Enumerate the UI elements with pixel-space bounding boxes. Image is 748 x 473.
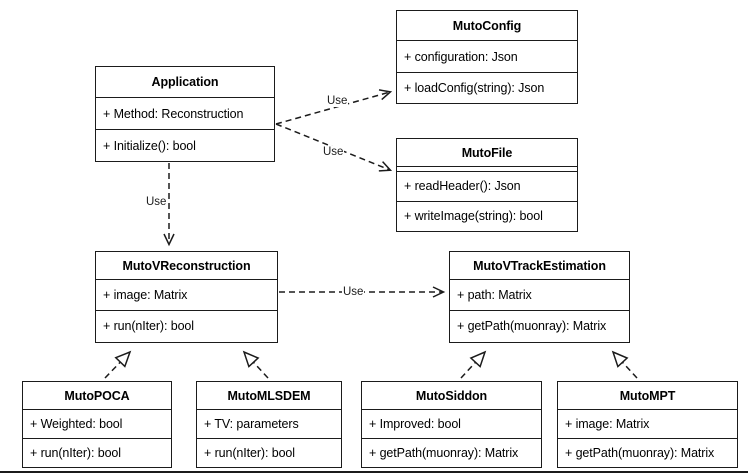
class-box-mutomlsdem[interactable]: MutoMLSDEM + TV: parameters + run(nIter)… [196,381,342,468]
class-title-mutovtrackestimation: MutoVTrackEstimation [450,252,629,281]
class-title-mutosiddon: MutoSiddon [362,382,541,411]
class-attribute-row: + Method: Reconstruction [96,97,274,131]
class-attribute-row: + configuration: Json [397,41,577,73]
class-operation-row: + run(nIter): bool [23,438,171,467]
class-operation-row: + Initialize(): bool [96,130,274,161]
class-operation-row: + getPath(muonray): Matrix [362,438,541,467]
class-operation-row: + writeImage(string): bool [397,201,577,231]
class-box-mutoconfig[interactable]: MutoConfig + configuration: Json + loadC… [396,10,578,104]
class-title-mutofile: MutoFile [397,139,577,168]
edge-label-app-uses-config: Use [326,95,349,107]
edge-label-app-uses-reconstruction: Use [145,196,168,208]
class-title-mutoconfig: MutoConfig [397,11,577,42]
class-operation-row: + readHeader(): Json [397,172,577,202]
class-attribute-row: + TV: parameters [197,410,341,439]
edge-mlsdem-realizes-reconstruction [242,350,269,379]
class-box-mutovreconstruction[interactable]: MutoVReconstruction + image: Matrix + ru… [95,251,278,343]
class-attribute-row: + Improved: bool [362,410,541,439]
class-title-mutovreconstruction: MutoVReconstruction [96,252,277,281]
class-attribute-row: + path: Matrix [450,280,629,311]
class-title-mutopoca: MutoPOCA [23,382,171,411]
edge-label-app-uses-file: Use [322,146,345,158]
class-box-mutosiddon[interactable]: MutoSiddon + Improved: bool + getPath(mu… [361,381,542,468]
class-title-mutomlsdem: MutoMLSDEM [197,382,341,411]
class-operation-row: + run(nIter): bool [96,310,277,342]
class-attribute-row: + Weighted: bool [23,410,171,439]
class-box-mutovtrackestimation[interactable]: MutoVTrackEstimation + path: Matrix + ge… [449,251,630,343]
class-operation-row: + run(nIter): bool [197,438,341,467]
class-attribute-compartment-empty [397,167,577,173]
class-attribute-row: + image: Matrix [558,410,737,439]
class-box-mutompt[interactable]: MutoMPT + image: Matrix + getPath(muonra… [557,381,738,468]
edge-siddon-realizes-trackestimation [460,350,487,379]
bottom-rule [0,471,748,473]
edge-poca-realizes-reconstruction [104,350,132,379]
class-operation-row: + getPath(muonray): Matrix [450,310,629,342]
class-operation-row: + loadConfig(string): Json [397,72,577,103]
class-title-application: Application [96,67,274,98]
class-title-mutompt: MutoMPT [558,382,737,411]
edge-label-reconstruction-uses-trackestimation: Use [342,286,365,298]
class-operation-row: + getPath(muonray): Matrix [558,438,737,467]
edge-mpt-realizes-trackestimation [611,350,638,379]
class-box-mutofile[interactable]: MutoFile + readHeader(): Json + writeIma… [396,138,578,232]
class-attribute-row: + image: Matrix [96,280,277,311]
class-box-application[interactable]: Application + Method: Reconstruction + I… [95,66,275,162]
class-box-mutopoca[interactable]: MutoPOCA + Weighted: bool + run(nIter): … [22,381,172,468]
